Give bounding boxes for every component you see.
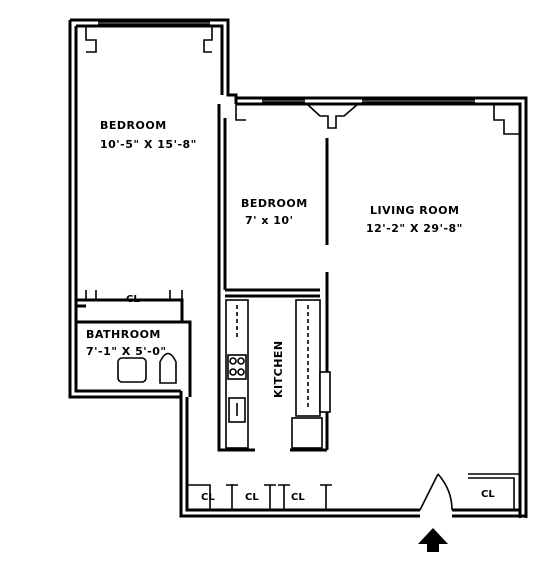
closet-label-hall2: CL	[245, 492, 259, 503]
closet-label-hall3: CL	[291, 492, 305, 503]
bathroom-fixtures	[117, 352, 177, 384]
bathroom-dims: 7'-1" X 5'-0"	[86, 345, 167, 358]
entry-door	[419, 473, 453, 511]
vanity-icon	[117, 357, 147, 383]
bedroom1-name: BEDROOM	[100, 119, 167, 132]
kitchen-name: KITCHEN	[272, 340, 285, 398]
interior-walls	[76, 104, 520, 510]
closet-label-living: CL	[481, 489, 495, 500]
closet-label-hall1: CL	[201, 492, 215, 503]
bedroom2-name: BEDROOM	[241, 197, 308, 210]
outer-walls	[68, 18, 528, 518]
closet-label-bedroom: CL	[126, 294, 140, 305]
kitchen-fixtures	[225, 299, 331, 449]
living-dims: 12'-2" X 29'-8"	[366, 222, 463, 235]
refrigerator-icon	[291, 417, 323, 449]
bedroom2-dims: 7' x 10'	[245, 214, 293, 227]
bedroom1-dims: 10'-5" X 15'-8"	[100, 138, 197, 151]
bathroom-name: BATHROOM	[86, 328, 161, 341]
windows	[85, 21, 520, 135]
toilet-icon	[159, 352, 177, 384]
living-name: LIVING ROOM	[370, 204, 459, 217]
stove-icon	[227, 354, 247, 380]
room-labels: BEDROOM 10'-5" X 15'-8" BEDROOM 7' x 10'…	[86, 119, 495, 503]
entrance-arrow-icon	[418, 528, 448, 552]
